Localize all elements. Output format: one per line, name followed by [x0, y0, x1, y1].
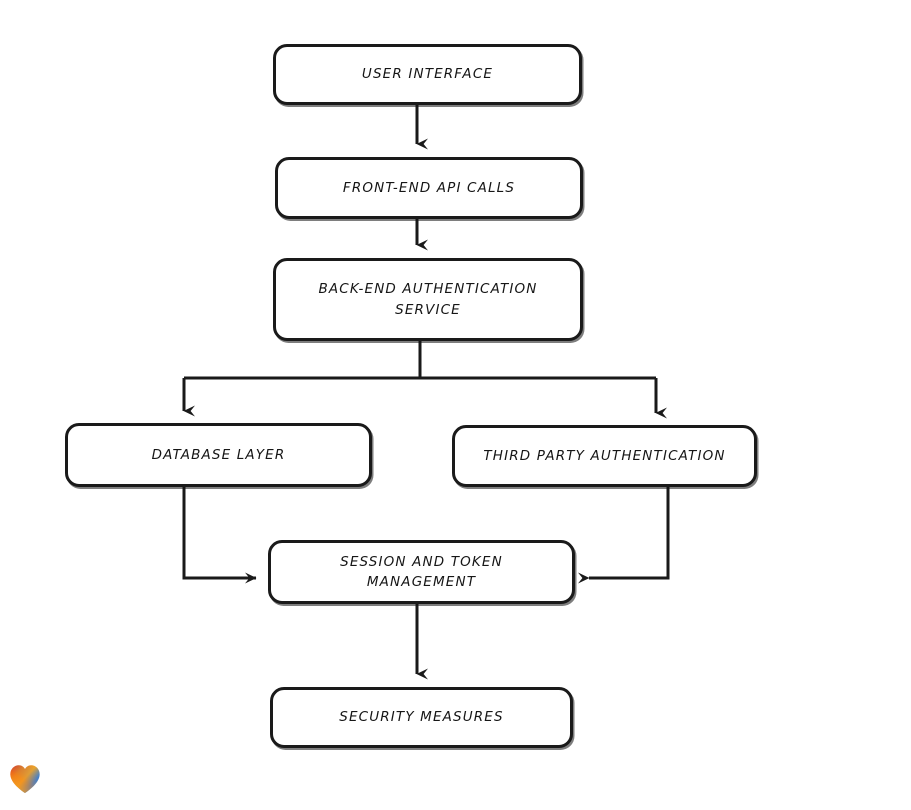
node-third-party-authentication[interactable]: Third Party Authentication — [452, 425, 757, 487]
node-security-measures[interactable]: Security Measures — [270, 687, 573, 748]
node-backend-authentication-service[interactable]: Back-End Authentication Service — [273, 258, 583, 341]
edge-database-layer-to-session-token — [182, 487, 257, 584]
node-backend-authentication-service-label: Back-End Authentication Service — [318, 281, 538, 318]
node-database-layer[interactable]: Database Layer — [65, 423, 372, 487]
node-frontend-api-calls-label: Front-End API Calls — [342, 179, 516, 196]
node-third-party-authentication-label: Third Party Authentication — [483, 447, 726, 464]
node-frontend-api-calls[interactable]: Front-End API Calls — [275, 157, 583, 219]
node-session-and-token-management-label: Session and Token Management — [340, 553, 503, 590]
node-user-interface[interactable]: User Interface — [273, 44, 582, 105]
heart-icon — [10, 765, 40, 794]
node-database-layer-label: Database Layer — [151, 446, 286, 463]
node-user-interface-label: User Interface — [361, 66, 494, 83]
node-session-and-token-management[interactable]: Session and Token Management — [268, 540, 575, 604]
edge-third-party-auth-to-session-token — [578, 487, 670, 584]
node-security-measures-label: Security Measures — [339, 709, 504, 726]
